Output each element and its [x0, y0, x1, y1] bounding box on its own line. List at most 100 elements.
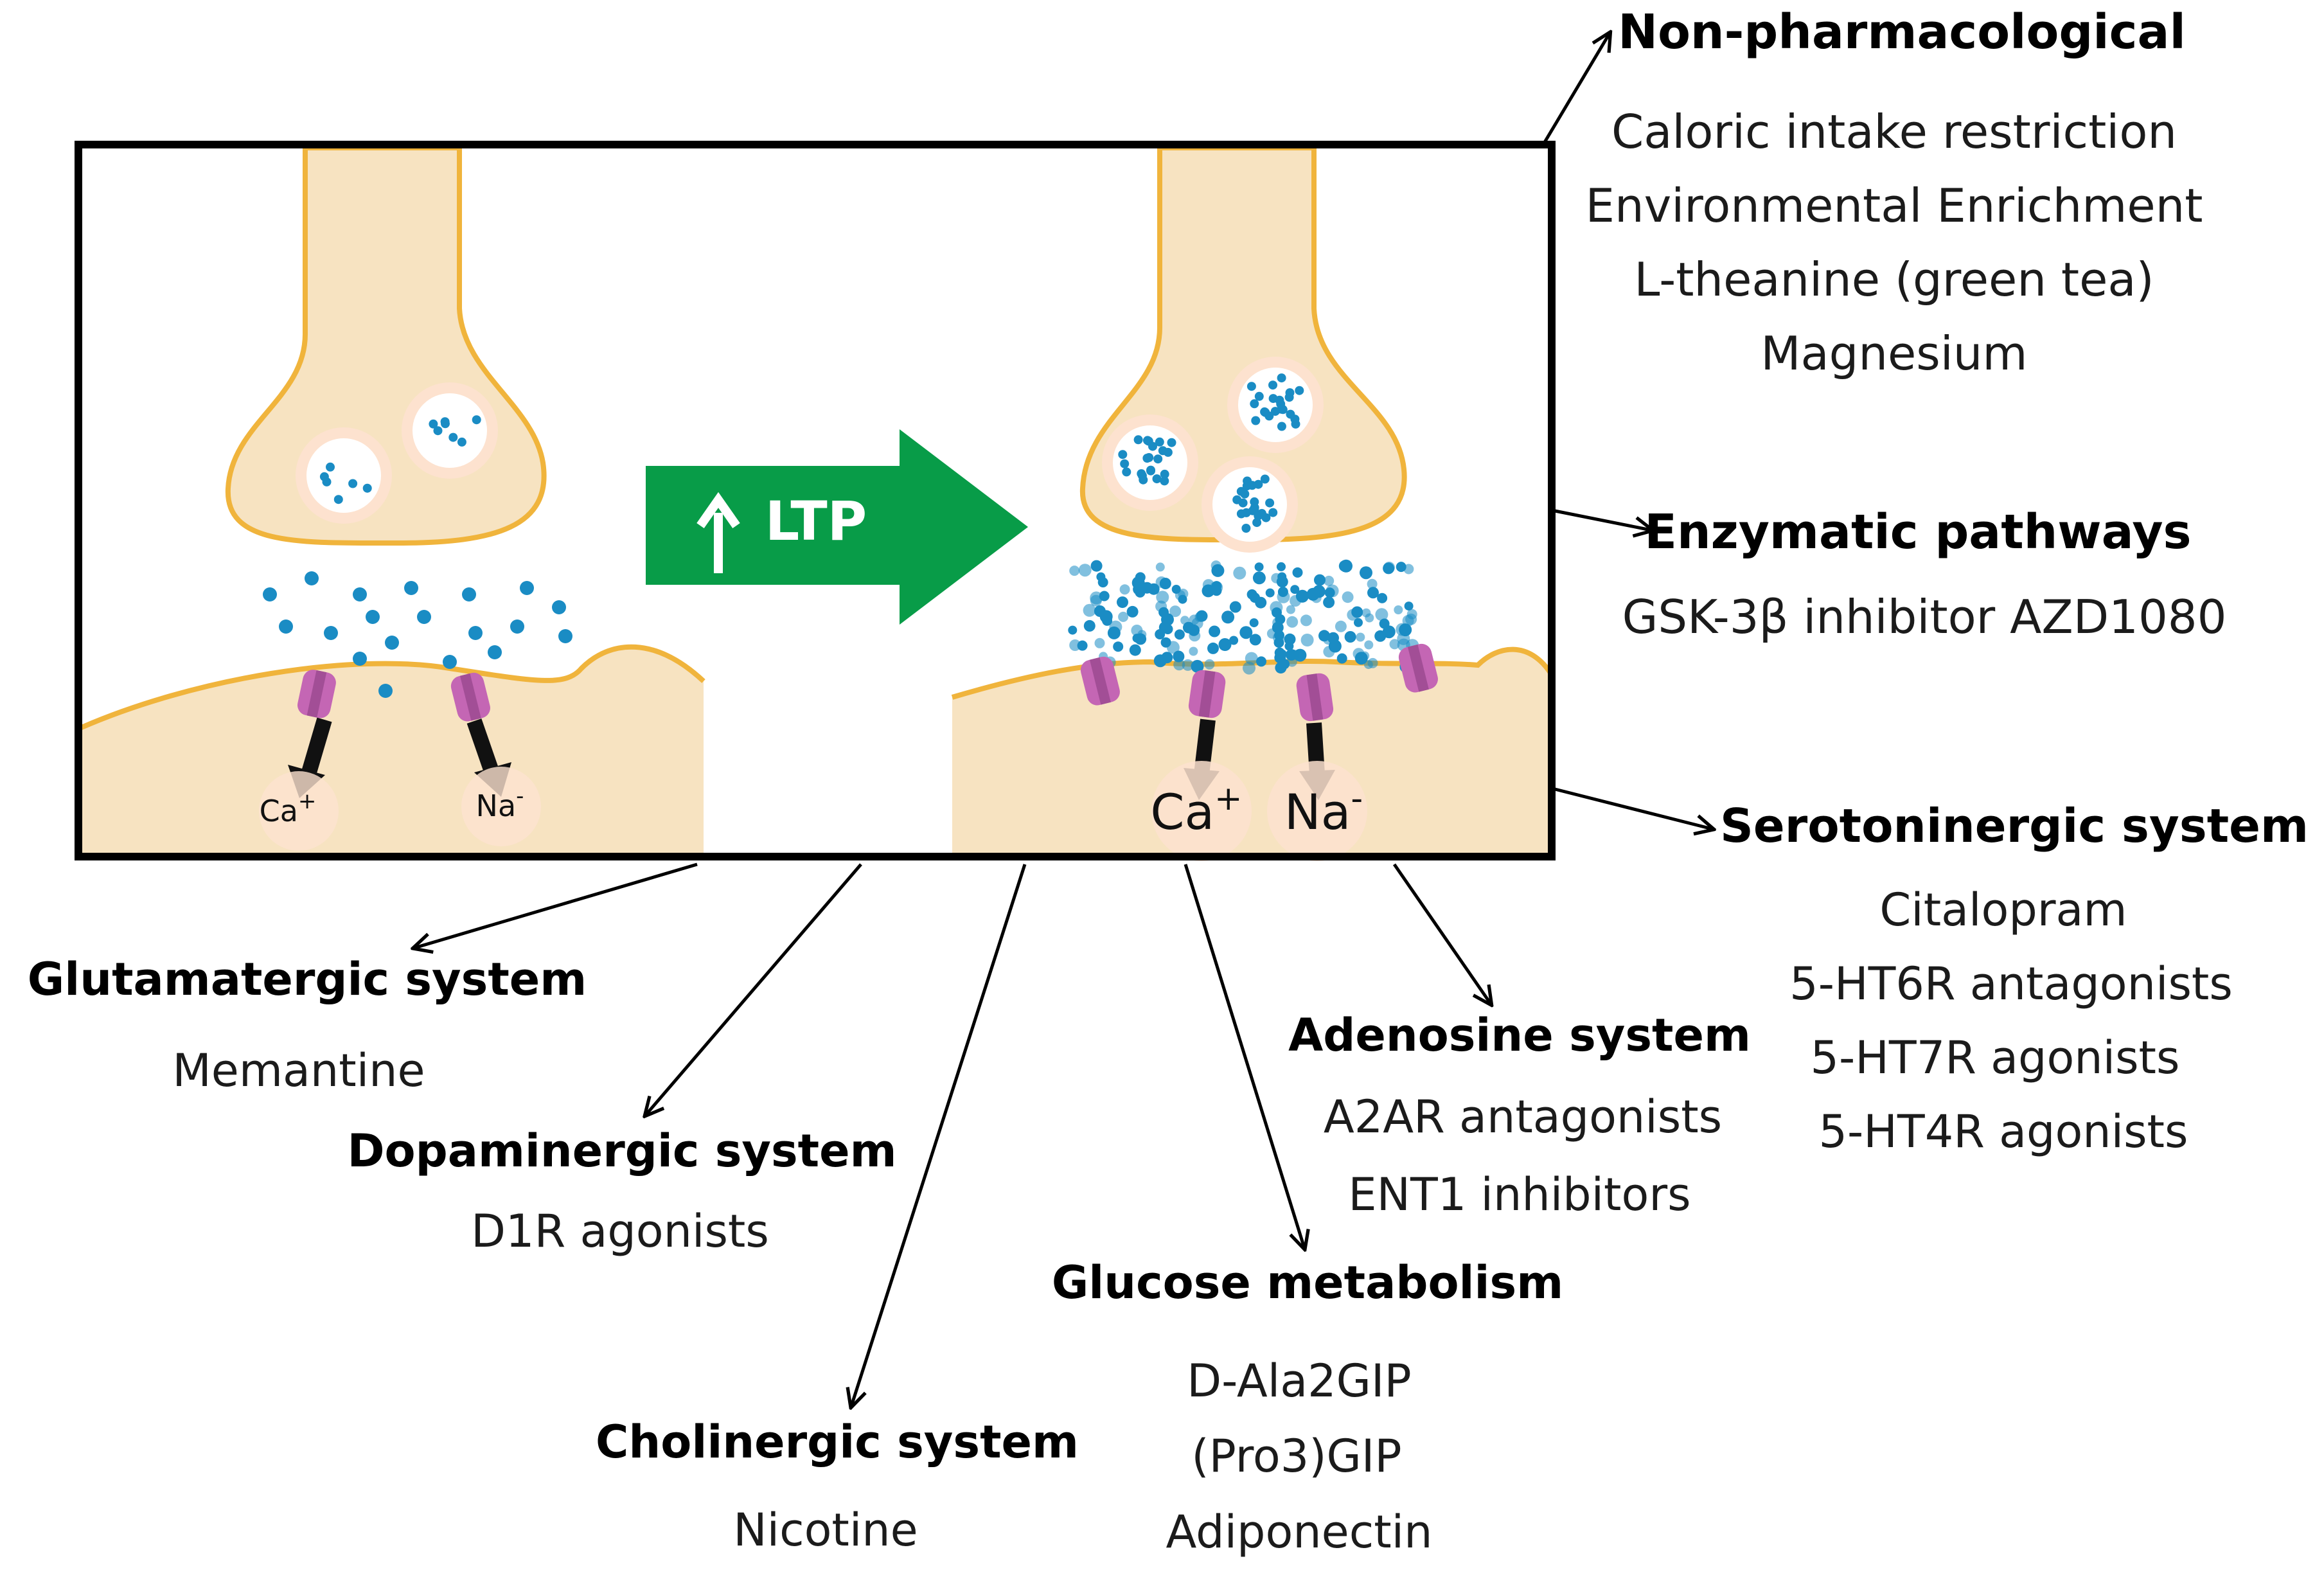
group-cholinergic: Cholinergic system Nicotine: [596, 1416, 1079, 1556]
item-caloric-intake-restriction: Caloric intake restriction: [1611, 105, 2177, 159]
neurotransmitter-dot: [1158, 446, 1167, 456]
neurotransmitter-dot: [1090, 594, 1102, 607]
heading-glutamatergic-system: Glutamatergic system: [28, 953, 587, 1006]
group-non-pharmacological: Non-pharmacological Caloric intake restr…: [1586, 4, 2203, 380]
neurotransmitter-dot: [1161, 652, 1173, 664]
item-environmental-enrichment: Environmental Enrichment: [1586, 179, 2203, 233]
neurotransmitter-dot: [404, 581, 418, 595]
neurotransmitter-dot: [1202, 579, 1214, 591]
neurotransmitter-dot: [1306, 587, 1320, 601]
neurotransmitter-dot: [1083, 603, 1096, 617]
neurotransmitter-dot: [1068, 625, 1078, 635]
left-ion-ca-label: Ca: [260, 794, 298, 828]
group-glutamatergic: Glutamatergic system Memantine: [28, 953, 587, 1097]
arrow-glutamatergic: [414, 862, 698, 948]
neurotransmitter-dot: [1277, 562, 1286, 571]
neurotransmitter-dot: [1122, 467, 1131, 477]
neurotransmitter-dot: [1143, 436, 1152, 445]
neurotransmitter-dot: [558, 629, 572, 643]
neurotransmitter-dot: [1277, 649, 1287, 659]
neurotransmitter-dot: [1160, 476, 1169, 486]
ltp-arrow: LTP: [646, 429, 1028, 625]
neurotransmitter-dot: [1102, 615, 1113, 626]
right-vesicle-2: [1102, 414, 1198, 511]
left-vesicle-neurotransmitters: [319, 415, 481, 504]
neurotransmitter-dot: [1148, 583, 1160, 595]
heading-serotoninergic-system: Serotoninergic system: [1720, 799, 2309, 853]
neurotransmitter-dot: [1135, 572, 1146, 583]
neurotransmitter-dot: [1133, 435, 1143, 445]
neurotransmitter-dot: [429, 419, 438, 429]
neurotransmitter-dot: [1126, 605, 1139, 618]
neurotransmitter-dot: [1241, 508, 1251, 517]
neurotransmitter-dot: [1183, 621, 1194, 634]
right-postsynaptic-cell: [952, 649, 1552, 858]
heading-non-pharmacological: Non-pharmacological: [1618, 4, 2186, 60]
neurotransmitter-dot: [1233, 566, 1246, 580]
item-l-theanine: L-theanine (green tea): [1634, 253, 2154, 307]
neurotransmitter-dot: [1295, 386, 1304, 395]
heading-dopaminergic-system: Dopaminergic system: [347, 1125, 896, 1177]
left-ion-arrow-2: [466, 718, 499, 774]
neurotransmitter-dot: [1276, 576, 1288, 588]
neurotransmitter-dot: [1144, 453, 1154, 462]
neurotransmitter-dot: [1397, 632, 1410, 645]
right-receptor-3: [1296, 673, 1334, 722]
neurotransmitter-dot: [1097, 577, 1108, 588]
left-vesicle-1: [296, 427, 392, 524]
neurotransmitter-dot: [1241, 524, 1251, 533]
left-synapse: Ca+ Na-: [76, 145, 705, 858]
neurotransmitter-dot: [1148, 441, 1157, 451]
neurotransmitter-dot: [1167, 438, 1176, 447]
neurotransmitter-dot: [1367, 578, 1378, 589]
heading-cholinergic-system: Cholinergic system: [596, 1416, 1079, 1468]
neurotransmitter-dot: [1389, 639, 1400, 650]
neurotransmitter-dot: [1261, 513, 1271, 522]
neurotransmitter-dot: [448, 432, 458, 442]
left-ion-halo-na: [461, 767, 541, 846]
right-vesicle-neurotransmitters: [1118, 373, 1304, 533]
neurotransmitter-dot: [279, 619, 293, 634]
neurotransmitter-dot: [1351, 606, 1363, 618]
neurotransmitter-dot: [440, 417, 450, 427]
group-glucose: Glucose metabolism D-Ala2GIP (Pro3)GIP A…: [1052, 1256, 1563, 1558]
item-5ht7r-agonists: 5-HT7R agonists: [1811, 1031, 2180, 1084]
neurotransmitter-dot: [1265, 498, 1275, 508]
neurotransmitter-dot: [1273, 637, 1284, 648]
neurotransmitter-dot: [1240, 489, 1250, 499]
item-citalopram: Citalopram: [1879, 884, 2127, 936]
neurotransmitter-dot: [1069, 566, 1080, 576]
neurotransmitter-dot: [1175, 590, 1185, 601]
neurotransmitter-dot: [552, 600, 566, 614]
arrow-adenosine: [1392, 863, 1491, 1004]
neurotransmitter-dot: [1229, 601, 1241, 613]
group-adenosine: Adenosine system A2AR antagonists ENT1 i…: [1288, 1009, 1751, 1221]
neurotransmitter-dot: [1118, 450, 1128, 459]
neurotransmitter-dot: [1239, 626, 1253, 639]
neurotransmitter-dot: [1268, 508, 1278, 517]
neurotransmitter-dot: [362, 483, 372, 493]
neurotransmitter-dot: [305, 571, 319, 585]
neurotransmitter-dot: [1229, 636, 1239, 645]
left-ion-na-label: Na: [476, 789, 517, 823]
neurotransmitter-dot: [263, 587, 277, 601]
right-receptor-2: [1188, 670, 1226, 718]
neurotransmitter-dot: [1318, 630, 1330, 642]
neurotransmitter-dot: [1107, 626, 1121, 639]
connector-arrows: [414, 33, 1712, 1406]
neurotransmitter-dot: [1160, 637, 1171, 648]
right-receptor-4: [1398, 643, 1438, 693]
neurotransmitter-dot: [1360, 566, 1372, 580]
neurotransmitter-dot: [472, 415, 481, 425]
right-ion-na-label: Na: [1284, 783, 1351, 841]
neurotransmitter-dot: [1353, 648, 1365, 660]
neurotransmitter-dot: [1249, 618, 1259, 628]
item-a2ar-antagonists: A2AR antagonists: [1324, 1091, 1722, 1143]
neurotransmitter-dot: [1245, 652, 1258, 665]
neurotransmitter-dot: [1218, 638, 1232, 651]
right-ion-na-charge: -: [1351, 780, 1363, 818]
neurotransmitter-dot: [326, 462, 335, 472]
neurotransmitter-dot: [333, 495, 343, 504]
neurotransmitter-dot: [1160, 469, 1169, 479]
right-synapse: Ca+ Na-: [951, 145, 1554, 861]
